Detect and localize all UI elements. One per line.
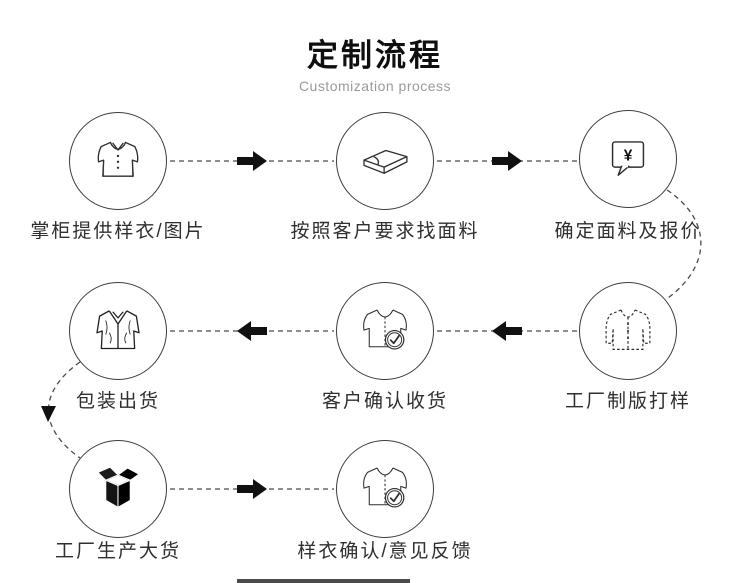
pattern-shirt-icon xyxy=(605,309,651,350)
step-circle-2 xyxy=(336,112,434,210)
curve-connector-6-7 xyxy=(41,361,81,459)
step-circle-4 xyxy=(579,282,677,380)
step-circle-3: ¥ xyxy=(579,110,677,208)
step-label-3: 确定面料及报价 xyxy=(554,221,702,242)
step-circle-5 xyxy=(336,282,434,380)
arrow-down-icon xyxy=(41,406,56,422)
step-label-7: 工厂生产大货 xyxy=(54,541,181,562)
step-label-6: 包装出货 xyxy=(75,391,160,412)
yen-symbol: ¥ xyxy=(624,148,633,165)
open-box-icon xyxy=(97,466,140,508)
step-label-4: 工厂制版打样 xyxy=(564,391,691,412)
page-title: 定制流程 xyxy=(307,38,443,73)
page-subtitle: Customization process xyxy=(298,78,452,94)
step-circle-1 xyxy=(69,112,167,210)
step-label-1: 掌柜提供样衣/图片 xyxy=(30,221,206,242)
price-speech-bubble-icon: ¥ xyxy=(611,141,645,176)
page-bottom-edge xyxy=(237,579,410,583)
curve-connector-3-4 xyxy=(666,189,702,299)
step-label-2: 按照客户要求找面料 xyxy=(290,221,480,242)
step-label-8: 样衣确认/意见反馈 xyxy=(297,541,473,562)
shirt-check-icon xyxy=(363,309,407,350)
arrow-right-connector-1-2 xyxy=(170,151,334,171)
shirt-check-icon xyxy=(363,467,407,508)
arrow-left-connector-4-5 xyxy=(437,321,577,341)
step-circle-8 xyxy=(336,440,434,538)
arrow-right-connector-2-3 xyxy=(437,151,577,171)
step-circle-6 xyxy=(69,282,167,380)
arrow-left-connector-5-6 xyxy=(170,321,334,341)
jacket-icon xyxy=(96,310,140,350)
arrow-right-connector-7-8 xyxy=(170,479,334,499)
step-circle-7 xyxy=(69,440,167,538)
shirt-icon xyxy=(97,141,139,177)
fabric-layers-icon xyxy=(363,149,408,174)
step-label-5: 客户确认收货 xyxy=(321,391,448,412)
